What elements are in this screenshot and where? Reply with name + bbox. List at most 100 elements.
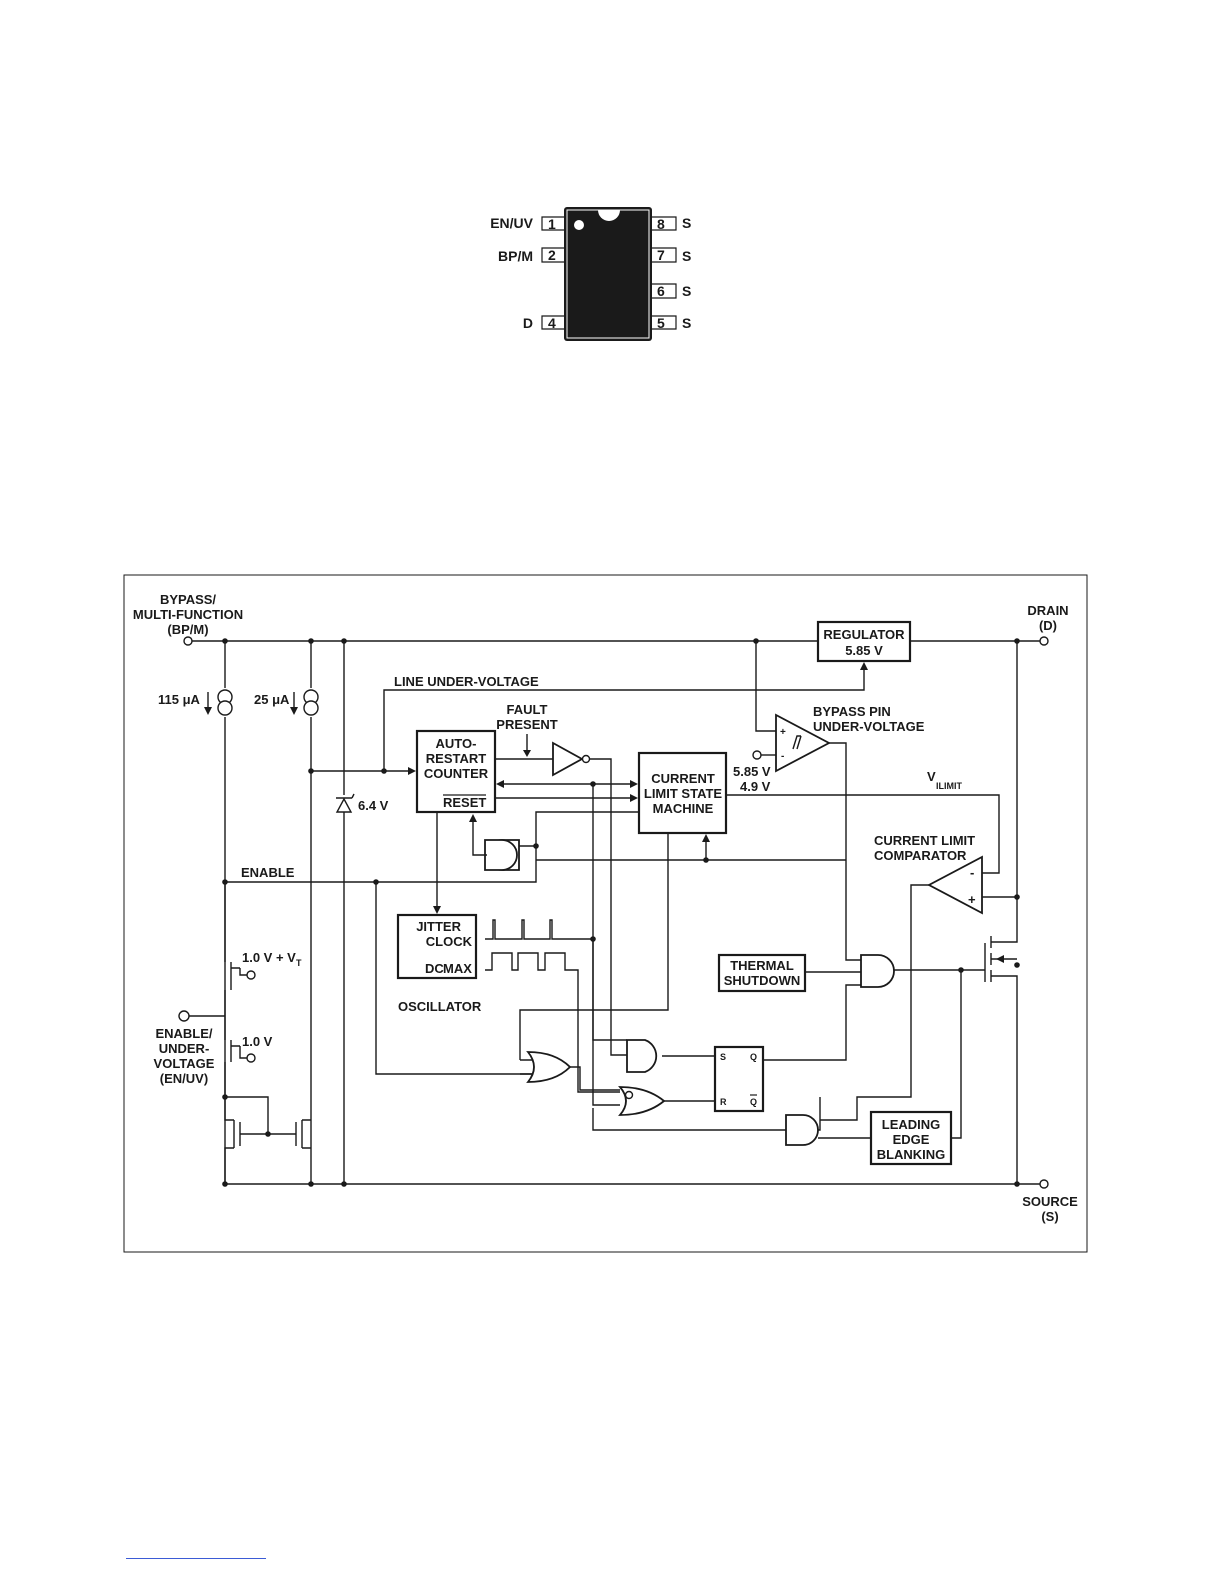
power-mosfet: [984, 641, 1018, 1184]
regulator-block: REGULATOR 5.85 V: [816, 620, 912, 663]
svg-text:EN/UV: EN/UV: [490, 215, 533, 231]
svg-text:SOURCE: SOURCE: [1022, 1194, 1078, 1209]
svg-text:CURRENT: CURRENT: [651, 771, 715, 786]
current-source-115ua: 115 μA: [158, 641, 233, 1184]
svg-text:LIMIT STATE: LIMIT STATE: [644, 786, 723, 801]
svg-text:AUTO-: AUTO-: [436, 736, 477, 751]
svg-text:SHUTDOWN: SHUTDOWN: [724, 973, 801, 988]
block-diagram: BYPASS/ MULTI-FUNCTION (BP/M) DRAIN (D) …: [123, 574, 1088, 1253]
source-terminal: [1039, 1179, 1049, 1189]
svg-text:(D): (D): [1039, 618, 1057, 633]
svg-text:CURRENT LIMIT: CURRENT LIMIT: [874, 833, 975, 848]
svg-text:COUNTER: COUNTER: [424, 766, 489, 781]
svg-text:(S): (S): [1041, 1209, 1058, 1224]
svg-text:4.9 V: 4.9 V: [740, 779, 771, 794]
package-pinout: 1 EN/UV 2 BP/M 4 D 8 S 7 S 6 S: [490, 207, 691, 341]
svg-text:ENABLE/: ENABLE/: [155, 1026, 212, 1041]
enuv-terminal: [178, 1010, 190, 1022]
svg-text:JITTER: JITTER: [416, 919, 461, 934]
thermal-shutdown: THERMAL SHUTDOWN: [717, 953, 862, 993]
svg-text:ENABLE: ENABLE: [241, 865, 295, 880]
package-body: [564, 207, 652, 341]
svg-text:DRAIN: DRAIN: [1027, 603, 1068, 618]
svg-text:+: +: [780, 727, 786, 738]
auto-restart-counter: AUTO- RESTART COUNTER RESET: [415, 729, 497, 814]
output-and-gate: [860, 954, 985, 988]
svg-text:S: S: [682, 215, 691, 231]
reset-or-gate: [592, 1086, 786, 1131]
current-source-25ua: 25 μA: [254, 641, 319, 1184]
pin-8: 8 S: [652, 215, 691, 232]
svg-text:D: D: [523, 315, 533, 331]
bypass-terminal: [183, 636, 193, 646]
pin-7: 7 S: [652, 247, 691, 264]
sr-flip-flop: S R Q Q: [713, 984, 862, 1113]
leb-and-gate: [785, 1097, 871, 1146]
svg-text:RESET: RESET: [443, 795, 486, 810]
enable-uv-transistors: 1.0 V + V T 1.0 V ENABLE/ UNDER- VOLTAGE…: [154, 882, 311, 1184]
svg-text:+: +: [968, 892, 976, 907]
diagram-frame: [123, 574, 1088, 1253]
svg-text:UNDER-: UNDER-: [159, 1041, 210, 1056]
svg-text:REGULATOR: REGULATOR: [823, 627, 905, 642]
svg-text:Q: Q: [750, 1097, 757, 1107]
svg-text:1.0 V: 1.0 V: [242, 1034, 273, 1049]
svg-text:EDGE: EDGE: [893, 1132, 930, 1147]
svg-text:OSCILLATOR: OSCILLATOR: [398, 999, 482, 1014]
inverter: [495, 741, 627, 1056]
svg-text:(EN/UV): (EN/UV): [160, 1071, 208, 1086]
leading-edge-blanking: LEADING EDGE BLANKING: [869, 970, 962, 1166]
svg-text:DC: DC: [425, 961, 444, 976]
svg-text:115 μA: 115 μA: [158, 692, 201, 707]
source-label: SOURCE (S): [1022, 1194, 1078, 1224]
svg-text:RESTART: RESTART: [426, 751, 486, 766]
svg-text:R: R: [720, 1097, 727, 1107]
svg-text:V: V: [927, 769, 936, 784]
line-uv-wire: LINE UNDER-VOLTAGE: [311, 662, 868, 775]
svg-text:S: S: [720, 1052, 726, 1062]
svg-text:LINE UNDER-VOLTAGE: LINE UNDER-VOLTAGE: [394, 674, 539, 689]
svg-text:S: S: [682, 248, 691, 264]
enable-line: ENABLE: [225, 811, 846, 1075]
svg-text:6.4 V: 6.4 V: [358, 798, 389, 813]
svg-text:MAX: MAX: [443, 961, 472, 976]
drain-terminal: [1039, 636, 1049, 646]
svg-text:6: 6: [657, 283, 665, 299]
svg-text:ILIMIT: ILIMIT: [936, 781, 962, 791]
svg-text:BYPASS/: BYPASS/: [160, 592, 216, 607]
svg-text:5: 5: [657, 315, 665, 331]
reset-and-gate: [469, 814, 520, 871]
package-notch: [598, 210, 620, 221]
bypass-label: BYPASS/ MULTI-FUNCTION (BP/M): [133, 592, 243, 637]
pin1-marker: [574, 220, 584, 230]
svg-text:LEADING: LEADING: [882, 1117, 941, 1132]
current-limit-state-machine: CURRENT LIMIT STATE MACHINE: [637, 751, 728, 835]
svg-text:8: 8: [657, 216, 665, 232]
svg-text:25 μA: 25 μA: [254, 692, 290, 707]
pin-2: 2 BP/M: [498, 247, 564, 264]
pin-1: 1 EN/UV: [490, 215, 564, 232]
current-limit-comparator: V ILIMIT - + CURRENT LIMIT COMPARATOR: [726, 769, 1017, 1121]
svg-text:VOLTAGE: VOLTAGE: [154, 1056, 215, 1071]
or-gate: [519, 833, 669, 1091]
oscillator-block: JITTER CLOCK DC MAX OSCILLATOR: [396, 812, 620, 1106]
svg-text:MULTI-FUNCTION: MULTI-FUNCTION: [133, 607, 243, 622]
svg-text:S: S: [682, 315, 691, 331]
svg-text:Q: Q: [750, 1052, 757, 1062]
svg-text:CLOCK: CLOCK: [426, 934, 473, 949]
svg-text:THERMAL: THERMAL: [730, 958, 794, 973]
svg-text:4: 4: [548, 315, 556, 331]
svg-text:T: T: [296, 958, 302, 968]
svg-text:2: 2: [548, 247, 556, 263]
svg-text:BLANKING: BLANKING: [877, 1147, 946, 1162]
svg-text:UNDER-VOLTAGE: UNDER-VOLTAGE: [813, 719, 925, 734]
svg-text:COMPARATOR: COMPARATOR: [874, 848, 967, 863]
fault-present: FAULT PRESENT: [496, 702, 558, 757]
svg-text:1.0 V + V: 1.0 V + V: [242, 950, 296, 965]
svg-text:-: -: [781, 751, 784, 762]
pin-6: 6 S: [652, 283, 691, 299]
svg-text:-: -: [970, 865, 974, 880]
svg-text:PRESENT: PRESENT: [496, 717, 557, 732]
svg-text:5.85 V: 5.85 V: [733, 764, 771, 779]
